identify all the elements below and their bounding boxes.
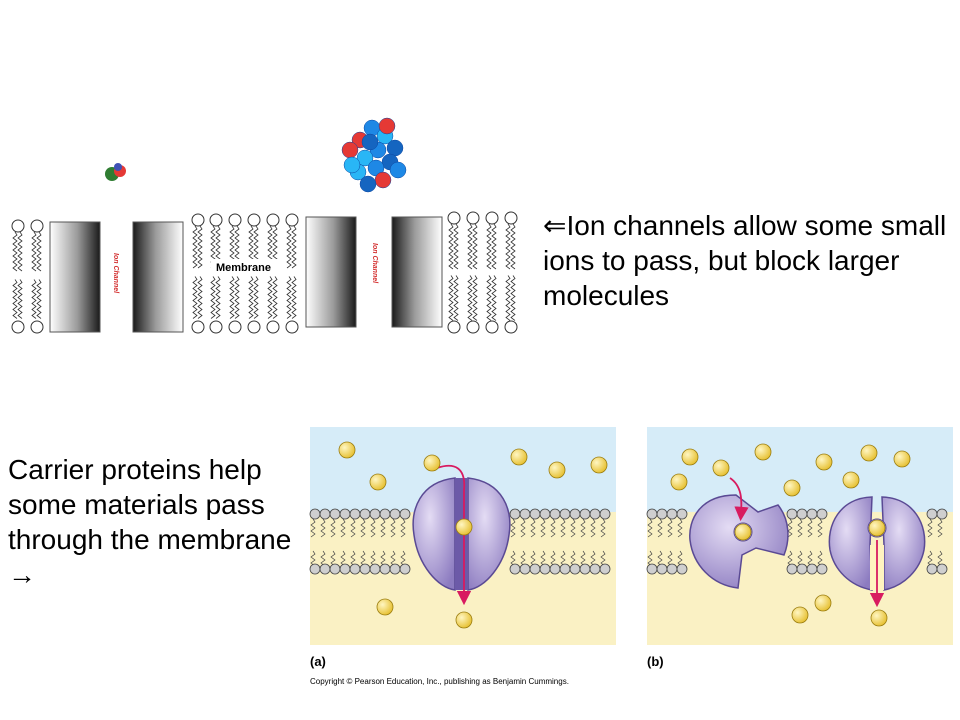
ion-channel-figure: Ion Channel Ion Channel Membrane	[11, 117, 518, 334]
solute-molecule	[369, 473, 387, 491]
copyright-notice: Copyright © Pearson Education, Inc., pub…	[310, 677, 569, 686]
solute-molecules	[338, 441, 608, 629]
ion-channel-caption-text: Ion channels allow some small ions to pa…	[543, 210, 947, 311]
solute-molecule	[376, 598, 394, 616]
phospholipid	[30, 219, 44, 334]
solute-molecules	[670, 443, 911, 627]
phospholipid	[816, 508, 828, 575]
transport-arrow	[729, 477, 749, 522]
solute-molecule	[870, 609, 888, 627]
phospholipid	[209, 213, 223, 334]
solute-molecule	[734, 523, 752, 541]
solute-molecule	[455, 611, 473, 629]
left-arrow-icon: ⇐	[543, 210, 567, 241]
lipid-bilayer	[646, 508, 948, 575]
phospholipid	[359, 508, 371, 575]
lipid-bilayer	[309, 508, 611, 575]
phospholipid	[599, 508, 611, 575]
phospholipid	[389, 508, 401, 575]
solute-molecule	[548, 461, 566, 479]
solute-molecule	[338, 441, 356, 459]
solute-molecule	[712, 459, 730, 477]
phospholipid	[349, 508, 361, 575]
ion-channel-label-1: Ion Channel	[112, 253, 119, 294]
phospholipid	[926, 508, 938, 575]
membrane-label: Membrane	[216, 262, 271, 274]
solute-molecule	[754, 443, 772, 461]
ion-channel-2-left-wall	[305, 216, 357, 328]
large-molecule	[341, 117, 407, 193]
small-ion	[105, 163, 126, 181]
phospholipid	[11, 219, 25, 334]
solute-molecule	[860, 444, 878, 462]
phospholipid	[309, 508, 321, 575]
solute-molecule	[815, 453, 833, 471]
ion-channel-2-right-wall	[391, 216, 443, 328]
solute-molecule	[783, 479, 801, 497]
solute-molecule	[423, 454, 441, 472]
phospholipid	[676, 508, 688, 575]
phospholipid	[339, 508, 351, 575]
phospholipid	[285, 213, 299, 334]
phospholipid	[447, 211, 461, 334]
extracellular-region	[647, 427, 953, 512]
solute-molecule	[842, 471, 860, 489]
solute-molecule	[590, 456, 608, 474]
phospholipid	[666, 508, 678, 575]
phospholipid	[549, 508, 561, 575]
phospholipid	[569, 508, 581, 575]
channel-protein-right	[467, 477, 511, 591]
phospholipid	[504, 211, 518, 334]
ion-channel-label-2: Ion Channel	[371, 243, 378, 284]
carrier-protein-open-inward-right	[881, 496, 926, 591]
phospholipid	[656, 508, 668, 575]
carrier-protein-open-outward	[689, 494, 789, 589]
ion-channel-right-wall	[132, 221, 184, 333]
carrier-panel-b	[646, 427, 953, 645]
phospholipid	[589, 508, 601, 575]
phospholipid	[539, 508, 551, 575]
ion-channel-caption: ⇐Ion channels allow some small ions to p…	[543, 208, 953, 313]
right-arrow-icon: →	[8, 559, 36, 590]
phospholipid	[399, 508, 411, 575]
channel-protein-left	[412, 477, 456, 591]
solute-molecule	[670, 473, 688, 491]
phospholipid	[329, 508, 341, 575]
solute-molecule	[791, 606, 809, 624]
phospholipid	[786, 508, 798, 575]
panel-a-label: (a)	[310, 654, 326, 669]
phospholipid	[466, 211, 480, 334]
phospholipid	[485, 211, 499, 334]
solute-molecule	[893, 450, 911, 468]
solute-molecule	[814, 594, 832, 612]
phospholipid	[191, 213, 205, 334]
carrier-protein-caption-text: Carrier proteins help some materials pas…	[8, 454, 292, 555]
panel-b-label: (b)	[647, 654, 664, 669]
carrier-protein-caption: Carrier proteins help some materials pas…	[8, 452, 308, 592]
phospholipid	[806, 508, 818, 575]
phospholipid	[519, 508, 531, 575]
carrier-protein-open-inward	[828, 496, 873, 591]
phospholipid	[559, 508, 571, 575]
solute-molecule	[510, 448, 528, 466]
solute-molecule	[868, 519, 886, 537]
ion-channel-left-wall	[49, 221, 101, 333]
phospholipid	[646, 508, 658, 575]
phospholipid	[936, 508, 948, 575]
lipid-bilayer	[11, 211, 518, 334]
solute-molecule	[455, 518, 473, 536]
membrane-label-bg	[211, 259, 283, 274]
carrier-panel-a	[309, 427, 616, 645]
transport-arrow	[436, 464, 472, 606]
solute-molecule	[681, 448, 699, 466]
